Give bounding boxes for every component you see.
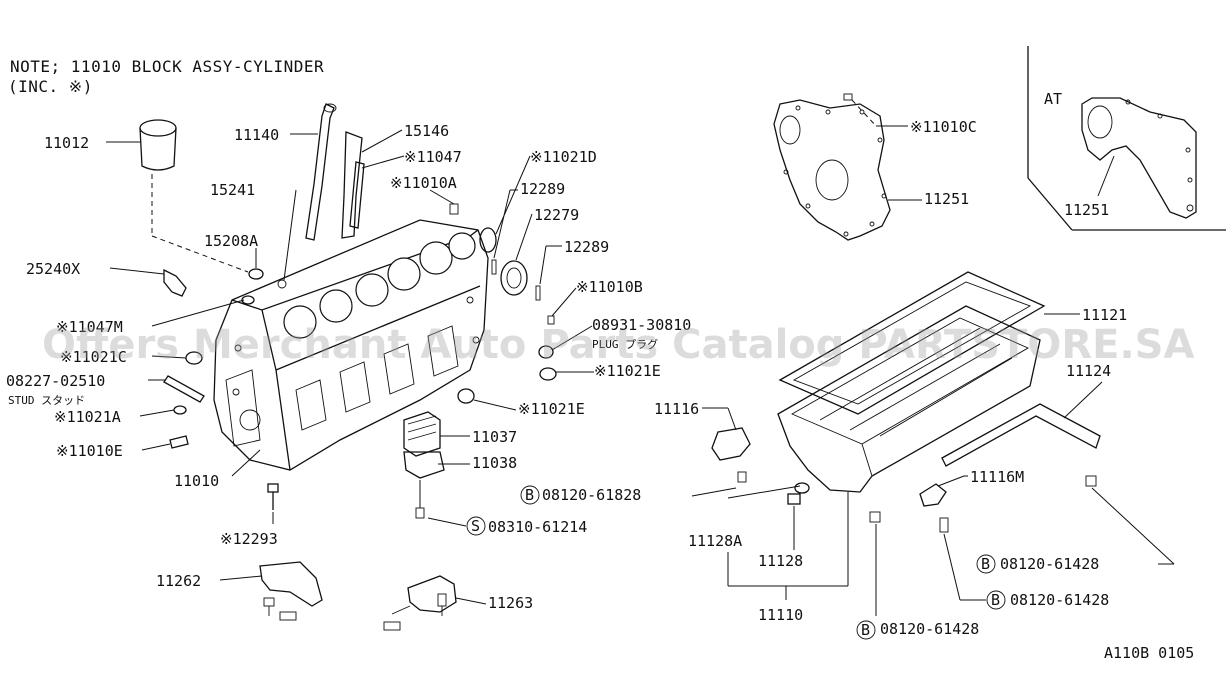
label-11010a: ※11010A (390, 174, 457, 192)
filler-tube: 11012 (44, 119, 249, 273)
label-11047: ※11047 (404, 148, 462, 166)
label-08227: 08227-02510 (6, 372, 105, 390)
label-08227-sub: STUD スタッド (8, 394, 85, 407)
watermark: Offers Merchant Auto Parts Catalog PARTS… (42, 322, 1194, 368)
label-11140: 11140 (234, 126, 279, 144)
label-11121: 11121 (1082, 306, 1127, 324)
label-11116m: 11116M (970, 468, 1024, 486)
label-15241: 15241 (210, 181, 255, 199)
label-11021d: ※11021D (530, 148, 597, 166)
label-11021e-a: ※11021E (594, 362, 661, 380)
symbol-b-61428-a: B (981, 555, 990, 573)
label-11021c: ※11021C (60, 348, 127, 366)
label-11047m: ※11047M (56, 318, 123, 336)
symbol-b-61428-c: B (861, 621, 870, 639)
small-parts: ※11047 ※11010A 15241 15208A 25240X ※1104… (6, 148, 462, 460)
label-11251-at: 11251 (1064, 201, 1109, 219)
label-11021e-b: ※11021E (518, 400, 585, 418)
symbol-s: S (471, 517, 480, 535)
label-11110: 11110 (758, 606, 803, 624)
label-08120-61428-a: 08120-61428 (1000, 555, 1099, 573)
note-line-1: NOTE; 11010 BLOCK ASSY-CYLINDER (10, 57, 324, 76)
label-11010e: ※11010E (56, 442, 123, 460)
at-rear-plate (1081, 97, 1197, 219)
label-11251: 11251 (924, 190, 969, 208)
label-12279: 12279 (534, 206, 579, 224)
symbol-b-61828: B (525, 486, 534, 504)
label-11128: 11128 (758, 552, 803, 570)
label-11010: 11010 (174, 472, 219, 490)
rear-plate: ※11010C 11251 (773, 93, 977, 241)
at-inset: AT 11251 (1027, 46, 1226, 231)
cylinder-block: 11010 (174, 219, 489, 490)
oil-pan: 11121 11124 11116 11116M B 08120-61828 1… (520, 271, 1175, 640)
mount-brackets: 11262 11263 (156, 561, 533, 631)
rear-seal-parts: ※11021D 12289 12279 12289 ※11010B 08931-… (457, 148, 691, 418)
label-11262: 11262 (156, 572, 201, 590)
label-11010b: ※11010B (576, 278, 643, 296)
oil-gauge: 11140 15146 (234, 103, 449, 241)
label-08310: 08310-61214 (488, 518, 587, 536)
bearing-bolt: ※12293 (220, 483, 279, 548)
label-11116: 11116 (654, 400, 699, 418)
label-15146: 15146 (404, 122, 449, 140)
label-11038: 11038 (472, 454, 517, 472)
label-11021a: ※11021A (54, 408, 121, 426)
label-12289-a: 12289 (520, 180, 565, 198)
label-11010c: ※11010C (910, 118, 977, 136)
label-11263: 11263 (488, 594, 533, 612)
label-11124: 11124 (1066, 362, 1111, 380)
label-15208a: 15208A (204, 232, 258, 250)
label-08120-61828: 08120-61828 (542, 486, 641, 504)
label-12289-b: 12289 (564, 238, 609, 256)
label-11012: 11012 (44, 134, 89, 152)
label-11128a: 11128A (688, 532, 742, 550)
label-08931: 08931-30810 (592, 316, 691, 334)
note-line-2: (INC. ※) (8, 77, 93, 96)
symbol-b-61428-b: B (991, 591, 1000, 609)
label-08120-61428-b: 08120-61428 (1010, 591, 1109, 609)
label-12293: ※12293 (220, 530, 278, 548)
label-11037: 11037 (472, 428, 517, 446)
oil-pump: 11037 11038 S 08310-61214 (403, 411, 587, 536)
diagram-code: A110B 0105 (1104, 644, 1194, 662)
label-25240x: 25240X (26, 260, 80, 278)
at-label: AT (1044, 90, 1062, 108)
label-08120-61428-c: 08120-61428 (880, 620, 979, 638)
label-08931-sub: PLUG プラグ (592, 337, 658, 351)
